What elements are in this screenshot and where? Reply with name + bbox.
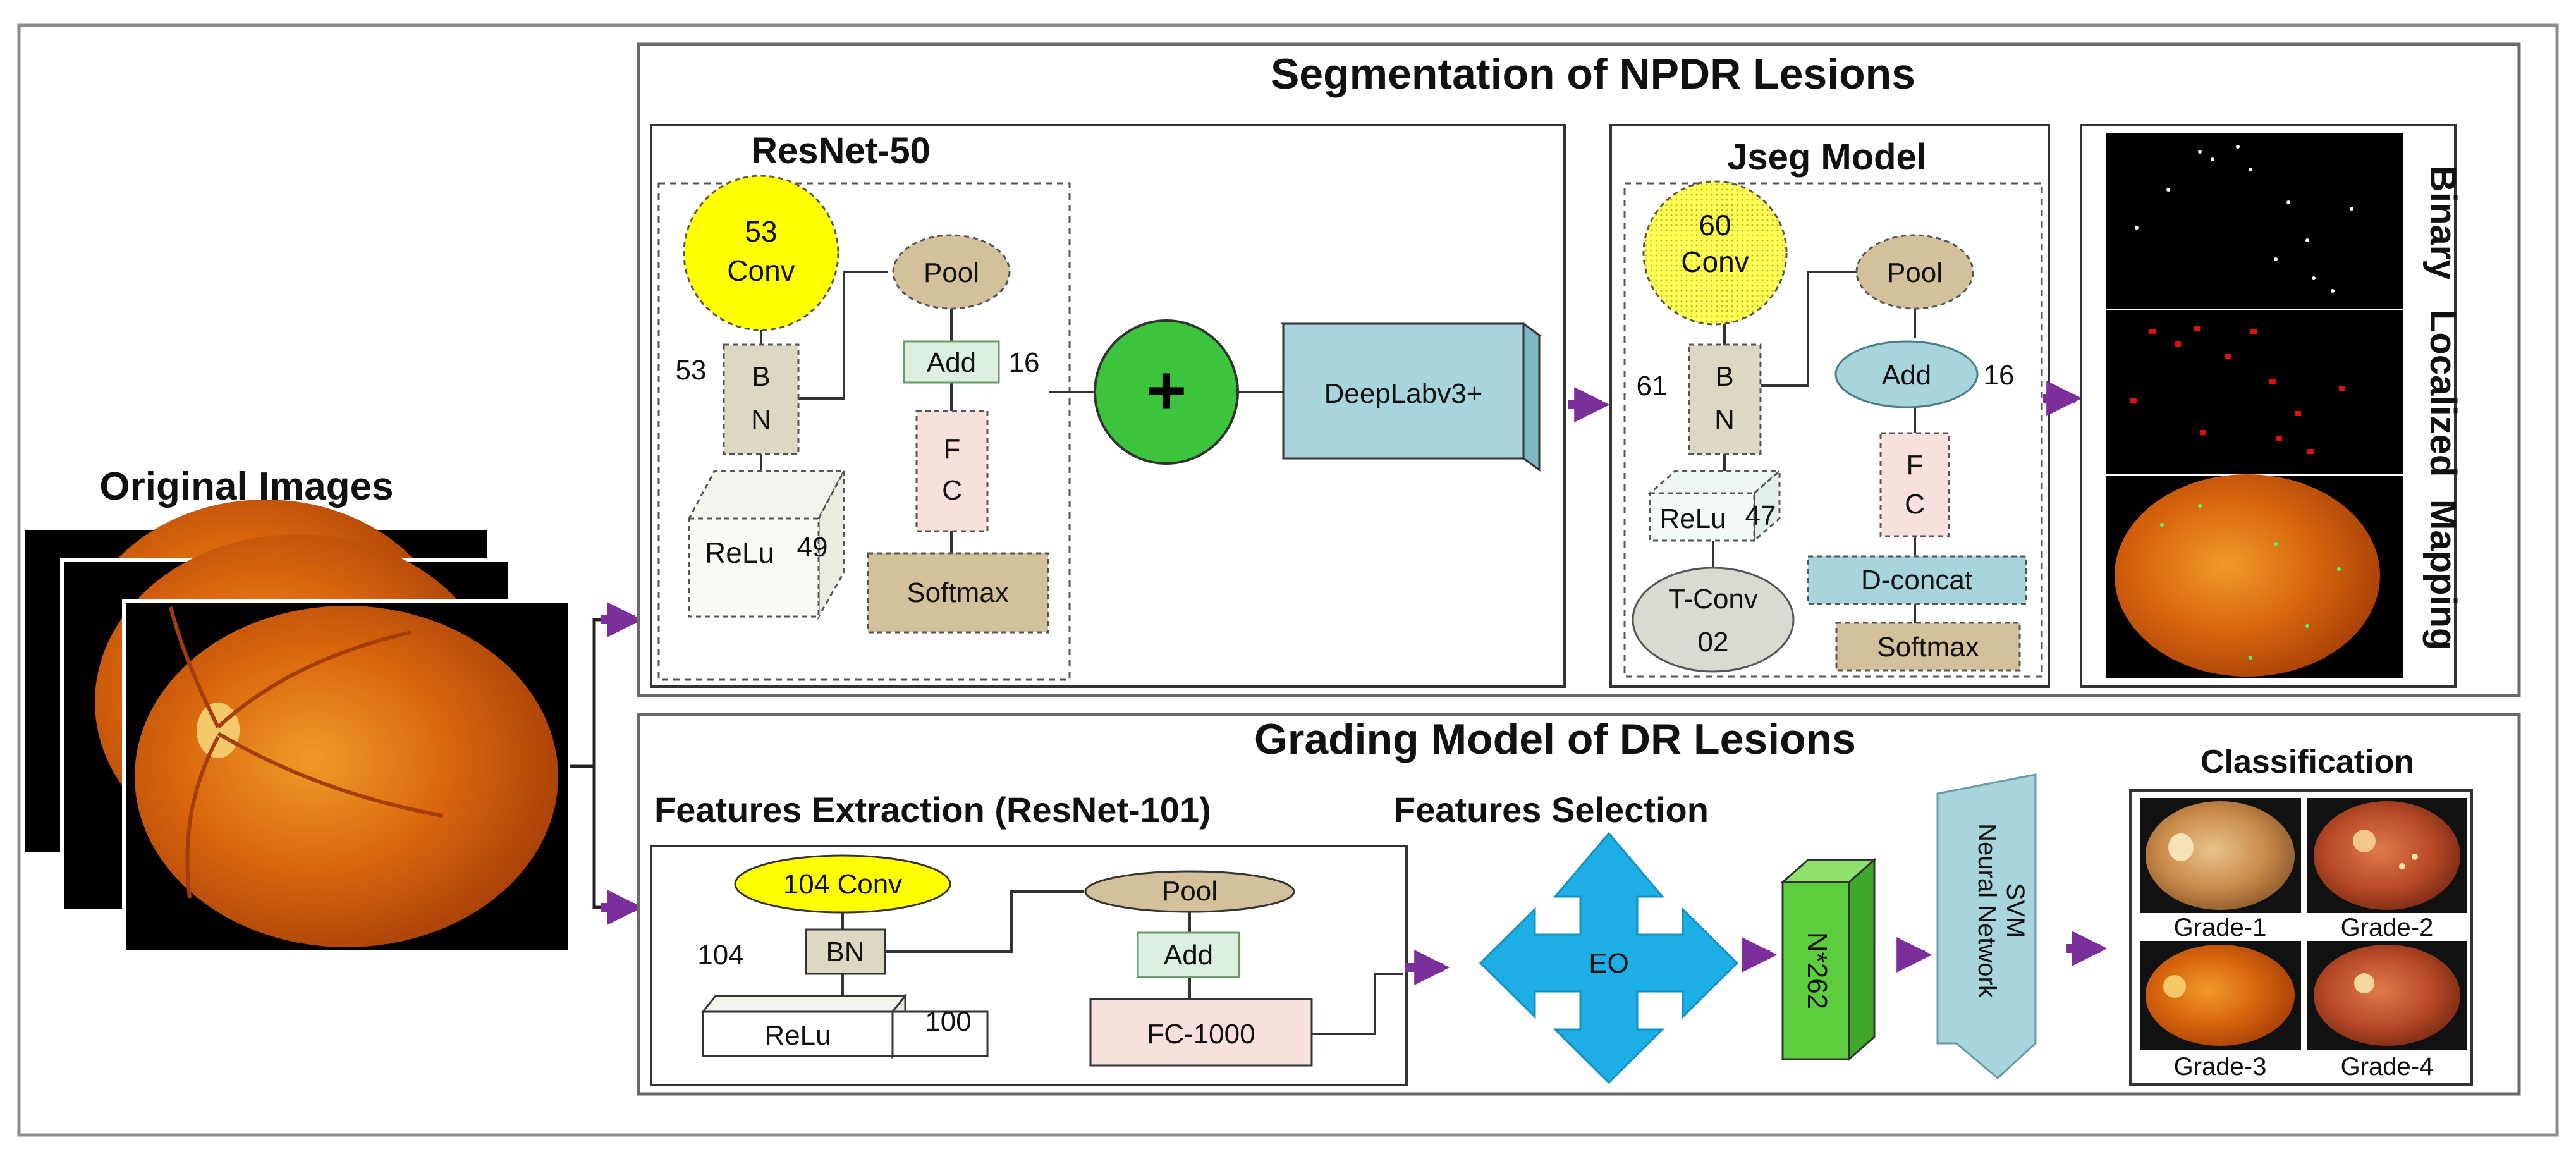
segmentation-title: Segmentation of NPDR Lesions <box>1271 50 1915 98</box>
classifier-node <box>1936 773 2037 1079</box>
grade-4-image <box>2307 941 2467 1050</box>
grading-bn-count: 104 <box>697 940 743 971</box>
jseg-fc-line2: C <box>1905 489 1925 520</box>
grading-fc-label: FC-1000 <box>1147 1019 1255 1050</box>
grade-2-label: Grade-2 <box>2341 914 2434 942</box>
resnet50-bn-line2: N <box>751 404 771 435</box>
resnet50-fc-line1: F <box>944 434 961 465</box>
grading-fc-node <box>1089 998 1313 1067</box>
resnet50-conv-node <box>683 175 839 331</box>
grading-relu-label: ReLu <box>764 1020 831 1051</box>
grading-bn-label: BN <box>826 936 864 967</box>
eo-cross-node <box>1479 832 1739 1084</box>
jseg-tconv-line2: 02 <box>1698 627 1729 658</box>
jseg-bn-line2: N <box>1714 404 1735 435</box>
jseg-fc-line1: F <box>1907 450 1924 481</box>
eo-label: EO <box>1589 948 1629 979</box>
binary-output-image <box>2106 133 2403 309</box>
resnet50-conv-line2: Conv <box>727 254 795 287</box>
grading-conv-node <box>734 854 951 914</box>
jseg-softmax-label: Softmax <box>1877 632 1979 663</box>
resnet50-softmax-label: Softmax <box>906 577 1008 608</box>
jseg-softmax-node <box>1835 622 2021 672</box>
jseg-bn-count: 61 <box>1637 371 1668 402</box>
classification-title: Classification <box>2201 744 2414 780</box>
jseg-conv-line2: Conv <box>1681 245 1749 278</box>
jseg-pool-node <box>1855 234 1974 310</box>
resnet50-relu-node <box>687 470 846 620</box>
resnet50-pool-label: Pool <box>924 257 979 288</box>
jseg-relu-count: 47 <box>1745 500 1776 531</box>
resnet50-relu-count: 49 <box>797 532 828 563</box>
output-label-binary: Binary <box>2422 166 2463 280</box>
resnet50-add-node <box>903 340 1000 384</box>
jseg-dconcat-node <box>1807 555 2027 605</box>
grading-add-label: Add <box>1164 940 1213 971</box>
resnet50-bn-line1: B <box>752 361 770 392</box>
grading-relu-node <box>700 993 989 1059</box>
grading-conv-label: 104 Conv <box>783 869 902 900</box>
resnet50-fc-node <box>915 410 989 532</box>
jseg-relu-label: ReLu <box>1659 503 1726 534</box>
localized-output-image <box>2106 310 2403 474</box>
jseg-pool-label: Pool <box>1887 257 1943 288</box>
features-extraction-title: Features Extraction (ResNet-101) <box>654 790 1211 830</box>
jseg-fc-node <box>1879 432 1950 537</box>
original-images-stack <box>25 500 572 954</box>
resnet50-bn-count: 53 <box>676 355 707 386</box>
jseg-add-node <box>1834 340 1979 408</box>
grading-title: Grading Model of DR Lesions <box>1254 715 1856 763</box>
deeplab-node <box>1280 322 1542 472</box>
resnet50-fc-line2: C <box>942 475 962 506</box>
jseg-tconv-node <box>1632 567 1795 673</box>
deeplab-label: DeepLabv3+ <box>1324 378 1483 409</box>
jseg-conv-node <box>1642 180 1788 326</box>
resnet50-softmax-node <box>867 552 1049 634</box>
resnet50-add-label: Add <box>927 347 976 378</box>
grading-add-node <box>1137 931 1240 978</box>
nbox-label: N*262 <box>1802 932 1833 1009</box>
nbox-node <box>1780 857 1877 1062</box>
jseg-dconcat-label: D-concat <box>1861 565 1972 596</box>
grading-bn-node <box>805 928 886 975</box>
optic-disc <box>197 703 240 758</box>
grade-1-label: Grade-1 <box>2174 914 2267 942</box>
classifier-line1: SVM <box>2001 883 2029 938</box>
jseg-bn-node <box>1688 343 1762 455</box>
resnet50-relu-label: ReLu <box>705 536 774 569</box>
resnet50-dashed-region <box>657 182 1071 681</box>
grading-relu-count: 100 <box>925 1006 971 1037</box>
grading-pool-node <box>1084 870 1295 913</box>
resnet50-pool-node <box>892 234 1011 310</box>
jseg-add-label: Add <box>1882 360 1931 391</box>
fundus-image-front <box>135 606 558 947</box>
jseg-tconv-line1: T-Conv <box>1668 584 1758 615</box>
resnet50-conv-line1: 53 <box>745 215 777 248</box>
grade-1-image <box>2140 798 2301 913</box>
plus-combine-node <box>1094 319 1239 465</box>
jseg-conv-line1: 60 <box>1699 209 1731 242</box>
classifier-line2: Neural Network <box>1973 823 2001 998</box>
jseg-bn-line1: B <box>1715 361 1733 392</box>
resnet50-add-count: 16 <box>1009 347 1040 378</box>
jseg-add-count: 16 <box>1984 360 2015 391</box>
resnet50-bn-node <box>723 343 800 455</box>
features-selection-title: Features Selection <box>1394 790 1709 830</box>
jseg-title: Jseg Model <box>1727 137 1927 178</box>
grade-4-label: Grade-4 <box>2341 1053 2434 1081</box>
resnet50-title: ResNet-50 <box>751 130 931 171</box>
mapping-output-image <box>2106 474 2403 678</box>
jseg-dashed-region <box>1623 182 2043 678</box>
plus-symbol: + <box>1146 352 1187 429</box>
output-label-mapping: Mapping <box>2422 500 2463 650</box>
grade-3-label: Grade-3 <box>2174 1053 2267 1081</box>
grading-pool-label: Pool <box>1162 876 1218 907</box>
grade-3-image <box>2140 941 2301 1050</box>
jseg-relu-node <box>1647 469 1782 543</box>
grade-2-image <box>2307 798 2467 913</box>
output-label-localized: Localized <box>2422 310 2463 477</box>
